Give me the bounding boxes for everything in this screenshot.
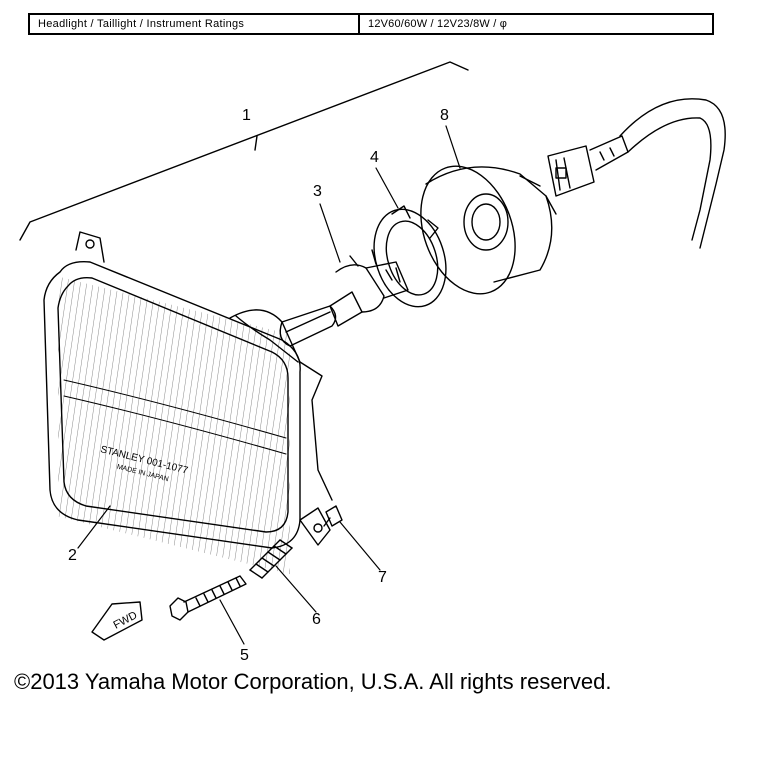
fwd-arrow: FWD (91, 601, 143, 641)
bulb-retainer-ring (373, 205, 447, 308)
callout-6: 6 (312, 611, 321, 628)
wiring-connector (547, 98, 726, 249)
callout-7: 7 (378, 569, 387, 586)
callout-4: 4 (370, 149, 379, 166)
adjusting-screw (169, 575, 247, 621)
assembly-bracket (19, 61, 469, 241)
adjuster-clip (323, 505, 343, 527)
callout-5: 5 (240, 647, 249, 664)
callout-1: 1 (242, 107, 251, 124)
spec-table-label: Headlight / Taillight / Instrument Ratin… (30, 15, 360, 33)
callout-3: 3 (313, 183, 322, 200)
callout-8: 8 (440, 107, 449, 124)
headlight-unit: STANLEY 001-1077 MADE IN JAPAN (43, 231, 333, 575)
spec-table: Headlight / Taillight / Instrument Ratin… (28, 13, 714, 35)
copyright-notice: ©2013 Yamaha Motor Corporation, U.S.A. A… (14, 669, 612, 694)
callout-2: 2 (68, 547, 77, 564)
bulb (279, 249, 409, 347)
socket-cover (420, 165, 557, 295)
adjuster-spring (249, 539, 293, 579)
exploded-parts-diagram: STANLEY 001-1077 MADE IN JAPAN (19, 61, 726, 664)
spec-table-value: 12V60/60W / 12V23/8W / φ (368, 18, 508, 30)
leader-lines (77, 125, 461, 645)
